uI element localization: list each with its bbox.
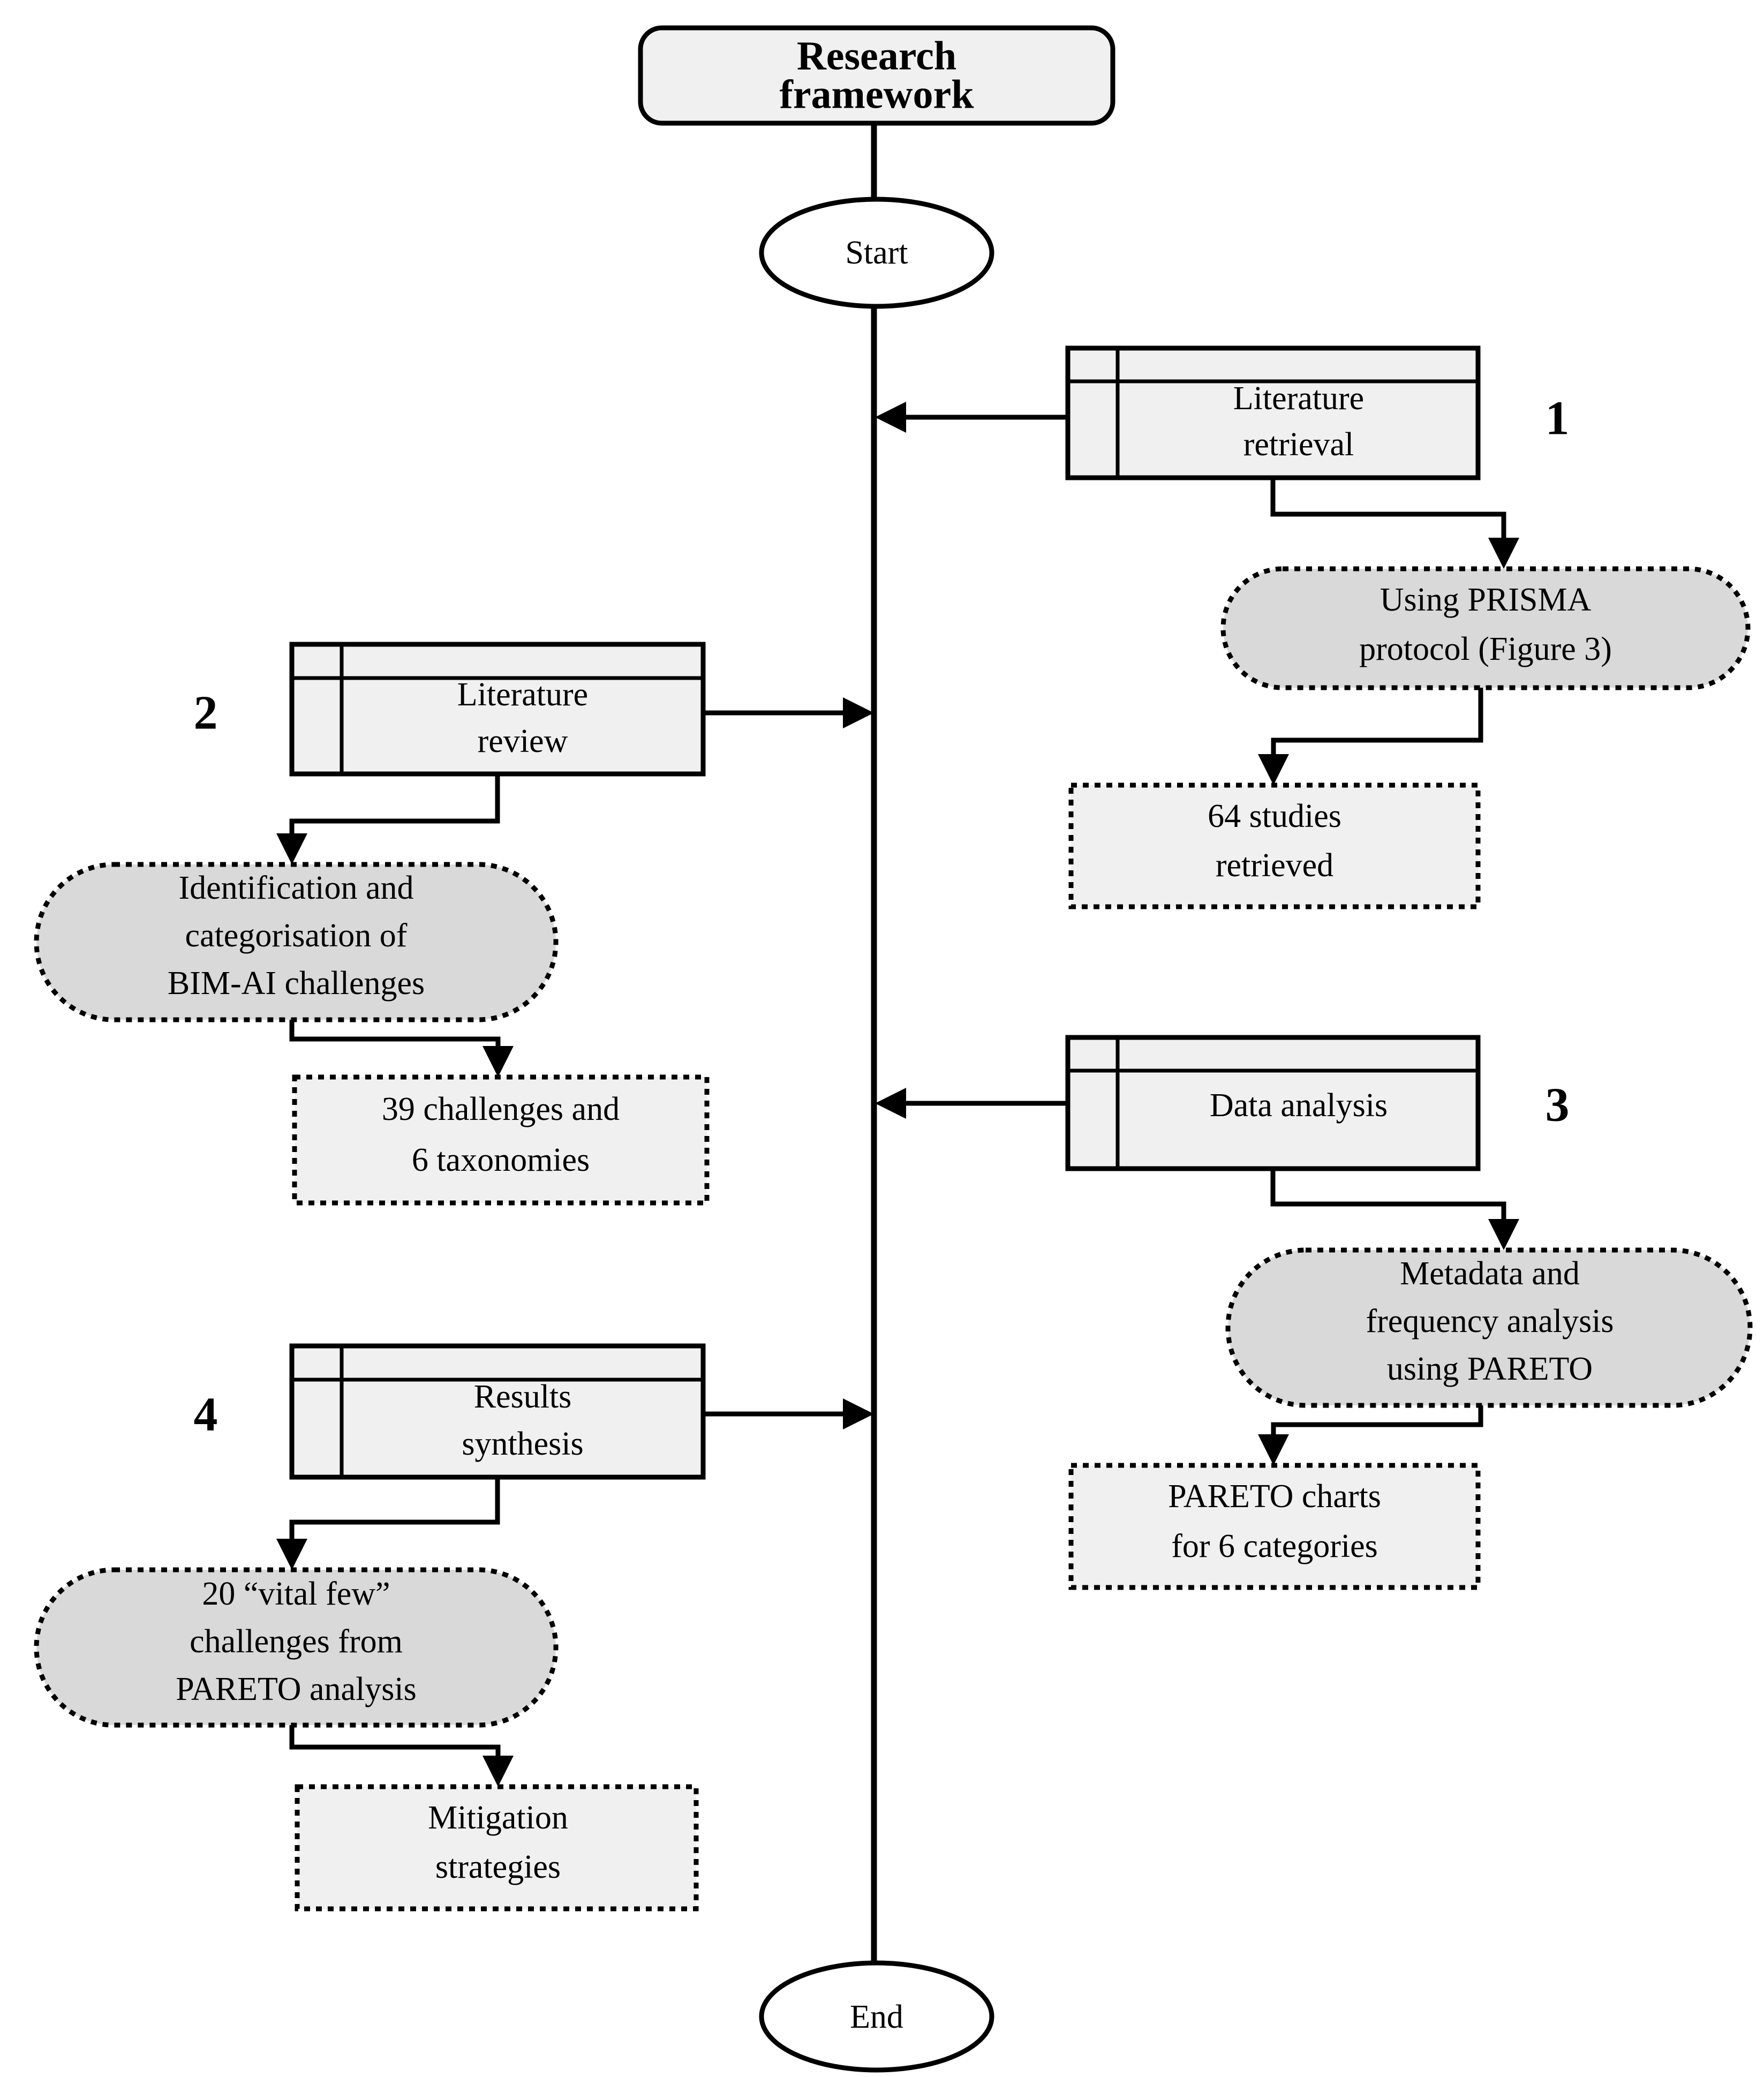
step-4-process-line-2: synthesis xyxy=(462,1426,583,1462)
step-2-process-line-2: review xyxy=(478,723,568,759)
end-oval xyxy=(759,1960,994,2073)
step-4-output-node: Mitigation strategies xyxy=(295,1784,699,1912)
step-2-arrowhead xyxy=(843,697,874,728)
step-3-method-to-output-connector xyxy=(1271,1405,1483,1446)
step-4-output-box xyxy=(295,1784,699,1912)
step-3-method-line-1: Metadata and xyxy=(1400,1255,1580,1292)
step-4-method-line-2: challenges from xyxy=(190,1623,403,1660)
step-1-output-line-2: retrieved xyxy=(1216,847,1333,884)
step-2-process-box xyxy=(289,642,706,777)
title-line-1: Research xyxy=(797,33,956,78)
step-2-method-line-2: categorisation of xyxy=(185,917,408,954)
step-1-output-line-1: 64 studies xyxy=(1208,798,1341,834)
step-1-method-line-1: Using PRISMA xyxy=(1380,582,1592,618)
step-3-process-line-1: Data analysis xyxy=(1210,1087,1388,1124)
step-4-method-line-1: 20 “vital few” xyxy=(202,1576,390,1612)
title-node: Research framework xyxy=(638,25,1115,126)
step-1-output-box xyxy=(1068,782,1481,909)
step-2-output-box xyxy=(292,1074,710,1206)
step-3-process-box xyxy=(1065,1035,1481,1171)
step-4-group: Results synthesis 4 20 “vital few” chall… xyxy=(34,1343,874,1912)
step-4-process-to-method-connector xyxy=(289,1477,500,1551)
step-1-method-node: Using PRISMA protocol (Figure 3) xyxy=(1220,566,1751,690)
step-3-method-line-3: using PARETO xyxy=(1387,1351,1593,1387)
step-2-output-line-2: 6 taxonomies xyxy=(412,1142,590,1178)
step-4-process-box xyxy=(289,1343,706,1480)
step-4-method-to-output-arrowhead xyxy=(483,1756,514,1787)
step-2-method-line-1: Identification and xyxy=(179,870,414,906)
step-3-output-node: PARETO charts for 6 categories xyxy=(1068,1463,1481,1590)
step-2-process-line-1: Literature xyxy=(457,676,588,713)
step-1-number: 1 xyxy=(1546,392,1570,445)
start-label: Start xyxy=(845,235,908,271)
step-3-method-node: Metadata and frequency analysis using PA… xyxy=(1225,1247,1753,1408)
step-1-method-line-2: protocol (Figure 3) xyxy=(1359,631,1612,667)
step-3-method-stadium xyxy=(1225,1247,1753,1408)
step-4-process-line-1: Results xyxy=(474,1379,572,1415)
step-1-process-to-method-arrowhead xyxy=(1488,538,1519,569)
step-1-process-line-2: retrieval xyxy=(1243,426,1354,463)
title-box xyxy=(638,25,1115,126)
step-2-method-node: Identification and categorisation of BIM… xyxy=(34,862,559,1022)
step-2-method-to-output-arrowhead xyxy=(483,1046,514,1077)
step-4-method-stadium xyxy=(34,1567,559,1728)
start-oval xyxy=(759,197,994,309)
step-3-method-to-output-arrowhead xyxy=(1258,1434,1289,1465)
step-3-process-to-method-connector xyxy=(1270,1169,1506,1231)
step-3-output-line-1: PARETO charts xyxy=(1168,1478,1381,1515)
step-4-process-to-method-arrowhead xyxy=(276,1539,307,1570)
title-line-2: framework xyxy=(780,72,975,117)
end-terminal: End xyxy=(759,1960,994,2073)
step-1-arrowhead xyxy=(875,402,906,433)
step-1-process-to-method-connector xyxy=(1270,478,1506,551)
step-4-number: 4 xyxy=(194,1388,218,1441)
step-4-method-line-3: PARETO analysis xyxy=(176,1671,417,1707)
step-1-process-box xyxy=(1065,345,1481,480)
step-2-method-stadium xyxy=(34,862,559,1022)
step-2-process-to-method-arrowhead xyxy=(276,833,307,864)
step-1-process-node: Literature retrieval xyxy=(1065,345,1481,480)
step-3-process-node: Data analysis xyxy=(1065,1035,1481,1171)
step-3-arrowhead xyxy=(875,1088,906,1119)
start-terminal: Start xyxy=(759,197,994,309)
step-1-group: Literature retrieval 1 Using PRISMA prot… xyxy=(875,345,1751,909)
step-2-output-line-1: 39 challenges and xyxy=(382,1091,620,1127)
step-2-method-line-3: BIM-AI challenges xyxy=(168,965,425,1002)
step-2-process-to-method-connector xyxy=(289,774,500,845)
step-4-output-line-2: strategies xyxy=(435,1849,561,1885)
step-1-output-node: 64 studies retrieved xyxy=(1068,782,1481,909)
step-1-method-to-output-arrowhead xyxy=(1258,754,1289,785)
step-3-number: 3 xyxy=(1546,1079,1570,1132)
step-2-output-node: 39 challenges and 6 taxonomies xyxy=(292,1074,710,1206)
step-1-process-line-1: Literature xyxy=(1233,380,1364,417)
step-4-process-node: Results synthesis xyxy=(289,1343,706,1480)
step-3-method-line-2: frequency analysis xyxy=(1366,1303,1614,1339)
step-4-method-to-output-connector xyxy=(289,1725,501,1767)
step-3-group: Data analysis 3 Metadata and frequency a… xyxy=(875,1035,1753,1590)
step-4-output-line-1: Mitigation xyxy=(428,1800,568,1836)
step-3-process-to-method-arrowhead xyxy=(1488,1219,1519,1250)
end-label: End xyxy=(850,1999,903,2035)
step-4-arrowhead xyxy=(843,1398,874,1429)
step-3-output-line-2: for 6 categories xyxy=(1171,1528,1378,1564)
step-4-method-node: 20 “vital few” challenges from PARETO an… xyxy=(34,1567,559,1728)
step-2-group: Literature review 2 Identification and c… xyxy=(34,642,874,1206)
step-1-method-to-output-connector xyxy=(1271,688,1483,766)
step-2-method-to-output-connector xyxy=(289,1020,501,1058)
step-3-output-box xyxy=(1068,1463,1481,1590)
step-2-process-node: Literature review xyxy=(289,642,706,777)
step-1-method-stadium xyxy=(1220,566,1751,690)
step-2-number: 2 xyxy=(194,687,218,740)
